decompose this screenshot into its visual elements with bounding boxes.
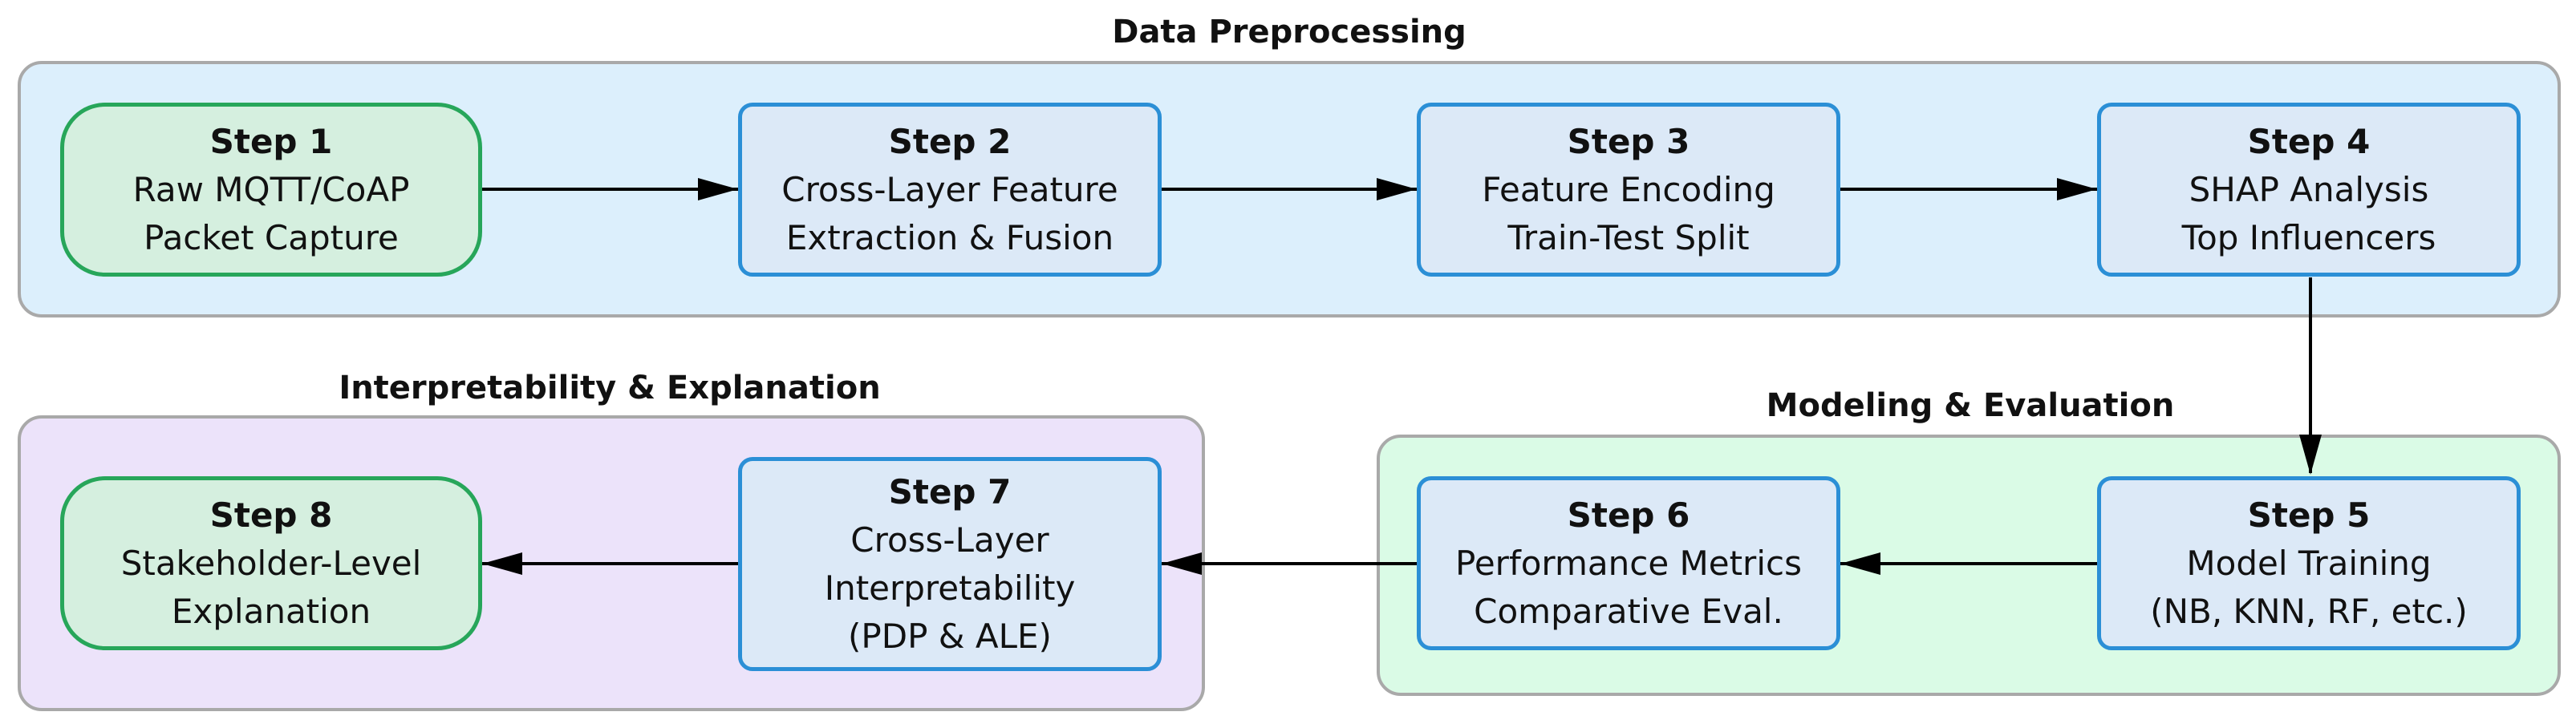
- step-2-node: Step 2 Cross-Layer Feature Extraction & …: [738, 103, 1162, 277]
- arrowhead-step7: [1162, 552, 1202, 575]
- step-1-line-2: Packet Capture: [144, 217, 399, 257]
- step-3-title: Step 3: [1567, 121, 1690, 161]
- step-4-node: Step 4 SHAP Analysis Top Influencers: [2097, 103, 2521, 277]
- step-5-node: Step 5 Model Training (NB, KNN, RF, etc.…: [2097, 476, 2521, 650]
- step-7-line-2: Interpretability: [824, 568, 1076, 608]
- step-7-line-1: Cross-Layer: [850, 520, 1049, 560]
- arrowhead-step2: [698, 178, 738, 200]
- step-2-title: Step 2: [888, 121, 1012, 161]
- step-8-line-2: Explanation: [171, 591, 371, 631]
- arrowhead-step5: [2299, 435, 2322, 475]
- arrowhead-step4: [2057, 178, 2097, 200]
- step-3-line-2: Train-Test Split: [1507, 217, 1750, 257]
- step-1-title: Step 1: [209, 121, 333, 161]
- step-6-line-1: Performance Metrics: [1455, 543, 1802, 583]
- step-6-title: Step 6: [1567, 495, 1690, 535]
- step-8-line-1: Stakeholder-Level: [120, 543, 422, 583]
- step-4-line-1: SHAP Analysis: [2189, 169, 2429, 209]
- arrowhead-step8: [482, 552, 522, 575]
- step-4-line-2: Top Influencers: [2181, 217, 2436, 257]
- arrowhead-step3: [1377, 178, 1417, 200]
- group-title-modeling-evaluation: Modeling & Evaluation: [1766, 387, 2175, 424]
- arrowhead-step6: [1840, 552, 1880, 575]
- step-8-title: Step 8: [209, 495, 333, 535]
- group-title-interpretability-explanation: Interpretability & Explanation: [339, 370, 881, 406]
- step-3-line-1: Feature Encoding: [1482, 169, 1775, 209]
- step-4-title: Step 4: [2247, 121, 2371, 161]
- step-5-line-2: (NB, KNN, RF, etc.): [2150, 591, 2468, 631]
- step-7-line-3: (PDP & ALE): [848, 616, 1052, 656]
- step-7-node: Step 7 Cross-Layer Interpretability (PDP…: [738, 457, 1162, 671]
- step-2-line-2: Extraction & Fusion: [785, 217, 1114, 257]
- step-2-line-1: Cross-Layer Feature: [781, 169, 1118, 209]
- step-8-node: Step 8 Stakeholder-Level Explanation: [60, 476, 482, 650]
- group-title-data-preprocessing: Data Preprocessing: [1112, 14, 1466, 51]
- step-6-node: Step 6 Performance Metrics Comparative E…: [1417, 476, 1840, 650]
- step-6-line-2: Comparative Eval.: [1474, 591, 1783, 631]
- step-5-title: Step 5: [2247, 495, 2371, 535]
- step-7-title: Step 7: [888, 471, 1012, 512]
- step-1-line-1: Raw MQTT/CoAP: [132, 169, 410, 209]
- step-5-line-1: Model Training: [2186, 543, 2432, 583]
- step-1-node: Step 1 Raw MQTT/CoAP Packet Capture: [60, 103, 482, 277]
- step-3-node: Step 3 Feature Encoding Train-Test Split: [1417, 103, 1840, 277]
